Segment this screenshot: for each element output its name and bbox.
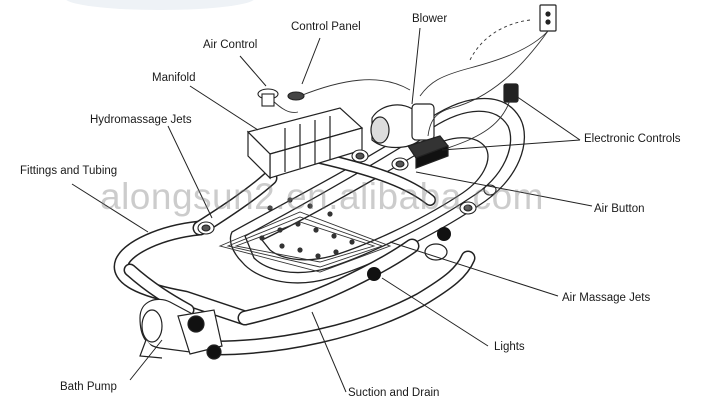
label-fittings-tubing: Fittings and Tubing bbox=[20, 165, 118, 177]
label-air-button: Air Button bbox=[594, 203, 645, 215]
leader-lines bbox=[71, 27, 593, 393]
electronic-control-box bbox=[407, 4, 557, 169]
control-knobs bbox=[257, 88, 305, 107]
label-suction-drain: Suction and Drain bbox=[348, 387, 440, 399]
watermark: alongsun2.en.alibaba.com bbox=[100, 176, 544, 217]
air-jet-nozzles bbox=[259, 197, 355, 259]
label-bath-pump: Bath Pump bbox=[60, 381, 117, 393]
electric-cables bbox=[269, 19, 549, 149]
label-blower: Blower bbox=[412, 13, 448, 25]
lights bbox=[367, 227, 451, 281]
label-control-panel: Control Panel bbox=[291, 21, 361, 33]
label-hydromassage-jets: Hydromassage Jets bbox=[90, 114, 192, 126]
label-manifold: Manifold bbox=[152, 72, 196, 84]
bath-pump bbox=[139, 298, 223, 360]
air-channel bbox=[218, 211, 392, 273]
top-decoration bbox=[66, 0, 254, 10]
label-electronic-controls: Electronic Controls bbox=[584, 133, 681, 145]
manifold bbox=[246, 107, 364, 180]
hydro-jets bbox=[197, 149, 497, 235]
label-air-control: Air Control bbox=[203, 39, 258, 51]
label-lights: Lights bbox=[494, 341, 525, 353]
label-air-massage-jets: Air Massage Jets bbox=[562, 292, 651, 304]
